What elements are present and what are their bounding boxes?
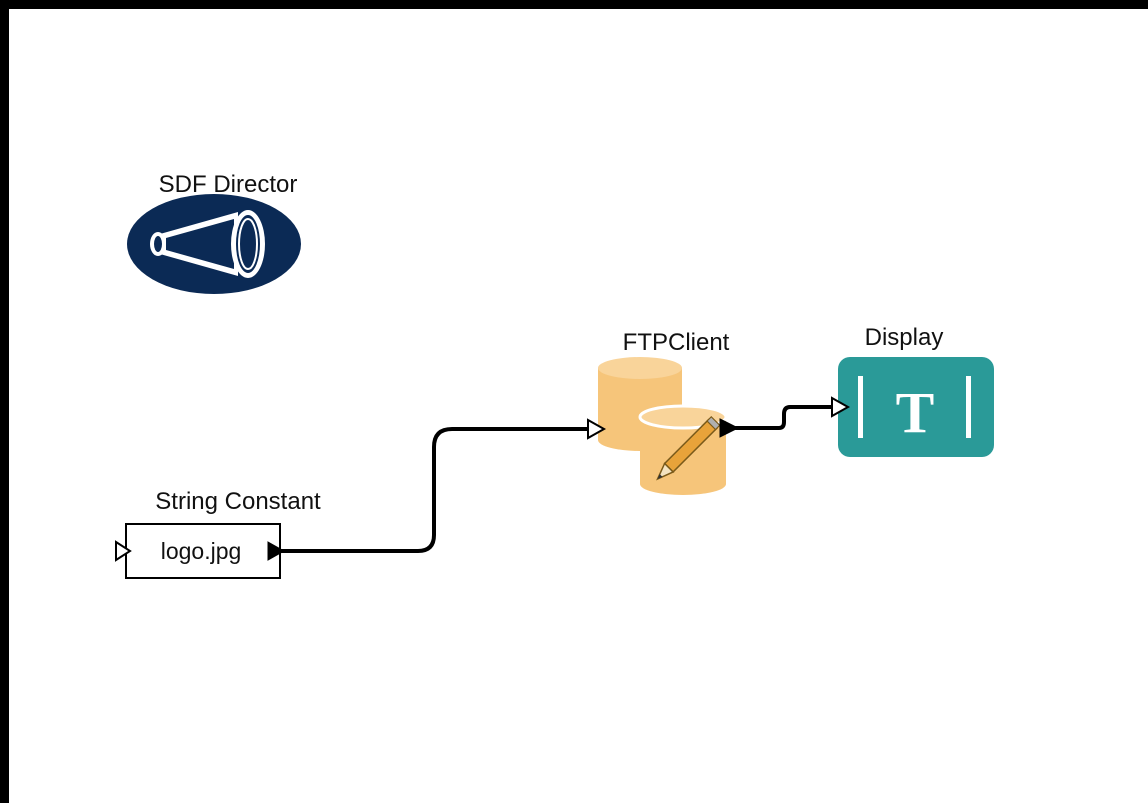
display-glyph: T (896, 380, 935, 445)
connection-ftpclient-to-display[interactable] (734, 405, 836, 430)
megaphone-icon (127, 194, 301, 294)
ftpclient-input-port[interactable] (587, 418, 607, 440)
connections (280, 405, 836, 553)
string-constant-actor[interactable]: String Constant logo.jpg (115, 488, 321, 579)
ftpclient-label: FTPClient (623, 329, 730, 356)
ftpclient-actor[interactable]: FTPClient (587, 329, 740, 495)
string-constant-input-port[interactable] (115, 540, 132, 562)
string-constant-label: String Constant (155, 488, 321, 515)
database-pencil-icon (598, 357, 728, 495)
display-actor[interactable]: Display T (831, 324, 994, 457)
display-input-port[interactable] (831, 396, 851, 418)
connection-string-constant-to-ftpclient[interactable] (280, 427, 594, 553)
workflow-diagram: SDF Director String Constant (115, 171, 994, 579)
string-constant-value: logo.jpg (161, 538, 242, 564)
ftpclient-output-port[interactable] (719, 418, 740, 438)
sdf-director[interactable]: SDF Director (127, 171, 301, 294)
sdf-director-label: SDF Director (159, 171, 298, 198)
display-label: Display (865, 324, 944, 351)
string-constant-output-port[interactable] (267, 541, 286, 561)
text-display-icon: T (838, 357, 994, 457)
